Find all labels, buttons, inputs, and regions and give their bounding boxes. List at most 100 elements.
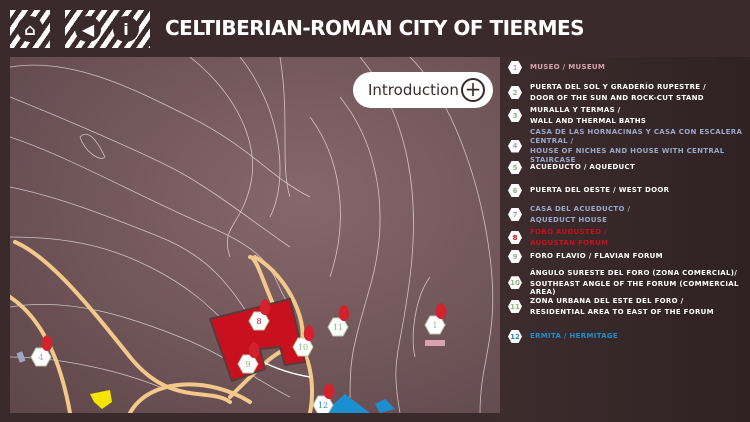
legend-line: DOOR OF THE SUN AND ROCK-CUT STAND (530, 93, 704, 102)
marker-number: 10 (298, 343, 308, 352)
number-badge: 5 (508, 161, 522, 174)
legend-line: FORO AUGUSTEO / (530, 228, 607, 236)
back-arrow-icon[interactable]: ◀ (75, 16, 101, 42)
info-icon[interactable]: i (113, 16, 139, 42)
marker-number: 12 (318, 401, 328, 410)
legend-label: PUERTA DEL SOL Y GRADERÍO RUPESTRE / DOOR… (530, 83, 706, 102)
legend-line: CASA DEL ACUEDUCTO / (530, 205, 631, 213)
marker-number: 4 (38, 353, 43, 362)
marker-hex (292, 337, 314, 357)
legend-label: ERMITA / HERMITAGE (530, 332, 618, 341)
legend-item[interactable]: 8 FORO AUGUSTEO / AUGUSTAN FORUM (508, 228, 608, 247)
legend-item[interactable]: 5 ACUEDUCTO / AQUEDUCT (508, 161, 635, 174)
legend-line: RESIDENTIAL AREA TO EAST OF THE FORUM (530, 307, 714, 316)
pin-icon (303, 325, 315, 341)
forum-building (208, 297, 307, 383)
legend-line: MUSEO / MUSEUM (530, 63, 606, 72)
map-marker-8[interactable]: 8 (248, 299, 271, 331)
number-badge: 6 (508, 184, 522, 197)
marker-number: 11 (333, 323, 343, 332)
map-marker-10[interactable]: 10 (292, 325, 315, 357)
pin-icon (248, 342, 260, 358)
number-badge: 10 (508, 276, 522, 290)
pin-icon (259, 299, 271, 315)
legend-line: ERMITA / HERMITAGE (530, 332, 618, 341)
marker-hex (237, 354, 259, 374)
hermitage-building (330, 394, 370, 413)
blue-building (375, 399, 395, 413)
pin-icon (323, 383, 335, 399)
legend-item[interactable]: 9 FORO FLAVIO / FLAVIAN FORUM (508, 250, 663, 263)
number-badge: 12 (508, 330, 522, 343)
map-marker-11[interactable]: 11 (327, 305, 350, 337)
marker-hex (248, 311, 270, 331)
number-badge: 3 (508, 109, 522, 122)
legend-line: HOUSE OF NICHES AND HOUSE WITH CENTRAL S… (530, 147, 725, 164)
legend-item[interactable]: 10 ÁNGULO SURESTE DEL FORO (ZONA COMERCIA… (508, 269, 750, 297)
legend-item[interactable]: 3 MURALLA Y TERMAS / WALL AND THERMAL BATH… (508, 106, 646, 125)
legend-line: PUERTA DEL OESTE / WEST DOOR (530, 186, 670, 195)
number-badge: 8 (508, 231, 522, 244)
marker-number: 8 (256, 317, 261, 326)
number-badge: 11 (508, 300, 522, 313)
legend-label: ZONA URBANA DEL ESTE DEL FORO / RESIDENTI… (530, 297, 714, 316)
map-marker-1[interactable]: 1 (424, 303, 447, 335)
number-badge: 2 (508, 86, 522, 99)
nav-buttons: ◀ i (65, 10, 150, 48)
marker-hex (30, 347, 52, 367)
legend-line: MURALLA Y TERMAS / (530, 106, 621, 114)
legend-label: ACUEDUCTO / AQUEDUCT (530, 163, 635, 172)
legend-label: CASA DEL ACUEDUCTO /AQUEDUCT HOUSE (530, 205, 630, 224)
legend-item[interactable]: 7 CASA DEL ACUEDUCTO /AQUEDUCT HOUSE (508, 205, 630, 224)
legend-line: AUGUSTAN FORUM (530, 238, 609, 247)
markers: 1 4 8 9 10 11 12 (30, 299, 447, 413)
legend-label: FORO AUGUSTEO / AUGUSTAN FORUM (530, 228, 608, 247)
legend-item[interactable]: 11 ZONA URBANA DEL ESTE DEL FORO / RESIDEN… (508, 297, 714, 316)
site-map[interactable]: 1 4 8 9 10 11 12 Introduction + (10, 57, 500, 413)
legend-line: SOUTHEAST ANGLE OF THE FORUM (COMMERCIAL… (530, 279, 739, 297)
pin-icon (338, 305, 350, 321)
yellow-building (90, 390, 112, 409)
marker-number: 1 (432, 321, 437, 330)
map-marker-12[interactable]: 12 (312, 383, 335, 413)
legend-item[interactable]: 2 PUERTA DEL SOL Y GRADERÍO RUPESTRE / DOO… (508, 83, 706, 102)
introduction-label: Introduction (368, 81, 459, 99)
marker-hex (312, 395, 334, 413)
number-badge: 1 (508, 61, 522, 74)
legend-label: FORO FLAVIO / FLAVIAN FORUM (530, 252, 663, 261)
pin-icon (41, 335, 53, 351)
legend-line: ACUEDUCTO / AQUEDUCT (530, 163, 636, 172)
legend-label: CASA DE LAS HORNACINAS Y CASA CON ESCALE… (530, 128, 750, 164)
marker-hex (424, 315, 446, 335)
legend-label: MURALLA Y TERMAS / WALL AND THERMAL BATHS (530, 106, 646, 125)
marker-number: 9 (245, 360, 250, 369)
legend-line: ZONA URBANA DEL ESTE DEL FORO / (530, 297, 684, 305)
legend-line: ÁNGULO SURESTE DEL FORO (ZONA COMERCIAL)… (530, 269, 738, 277)
legend-line: PUERTA DEL SOL Y GRADERÍO RUPESTRE / (530, 83, 706, 91)
number-badge: 7 (508, 208, 522, 221)
legend-item[interactable]: 1 MUSEO / MUSEUM (508, 61, 605, 74)
legend-label: ÁNGULO SURESTE DEL FORO (ZONA COMERCIAL)… (530, 269, 750, 297)
plus-icon: + (461, 78, 485, 102)
legend-label: MUSEO / MUSEUM (530, 63, 605, 72)
number-badge: 9 (508, 250, 522, 263)
legend-item[interactable]: 4 CASA DE LAS HORNACINAS Y CASA CON ESCAL… (508, 128, 750, 164)
legend-line: WALL AND THERMAL BATHS (530, 116, 647, 125)
page-title: CELTIBERIAN-ROMAN CITY OF TIERMES (165, 16, 585, 40)
pin-icon (435, 303, 447, 319)
home-button[interactable]: ⌂ (10, 10, 50, 48)
legend-panel: 1 MUSEO / MUSEUM 2 PUERTA DEL SOL Y GRADERÍ… (500, 57, 750, 422)
number-badge: 4 (508, 139, 522, 153)
header: ⌂ ◀ i CELTIBERIAN-ROMAN CITY OF TIERMES (0, 0, 750, 57)
legend-line: CASA DE LAS HORNACINAS Y CASA CON ESCALE… (530, 128, 743, 145)
legend-label: PUERTA DEL OESTE / WEST DOOR (530, 186, 669, 195)
map-drawing: 1 4 8 9 10 11 12 (10, 57, 494, 413)
legend-line: FORO FLAVIO / FLAVIAN FORUM (530, 252, 663, 261)
map-marker-4[interactable]: 4 (30, 335, 53, 367)
introduction-button[interactable]: Introduction + (353, 72, 493, 108)
museum-building (425, 340, 445, 346)
legend-item[interactable]: 6 PUERTA DEL OESTE / WEST DOOR (508, 184, 669, 197)
map-marker-9[interactable]: 9 (237, 342, 260, 374)
legend-item[interactable]: 12 ERMITA / HERMITAGE (508, 330, 618, 343)
home-icon: ⌂ (17, 16, 43, 42)
